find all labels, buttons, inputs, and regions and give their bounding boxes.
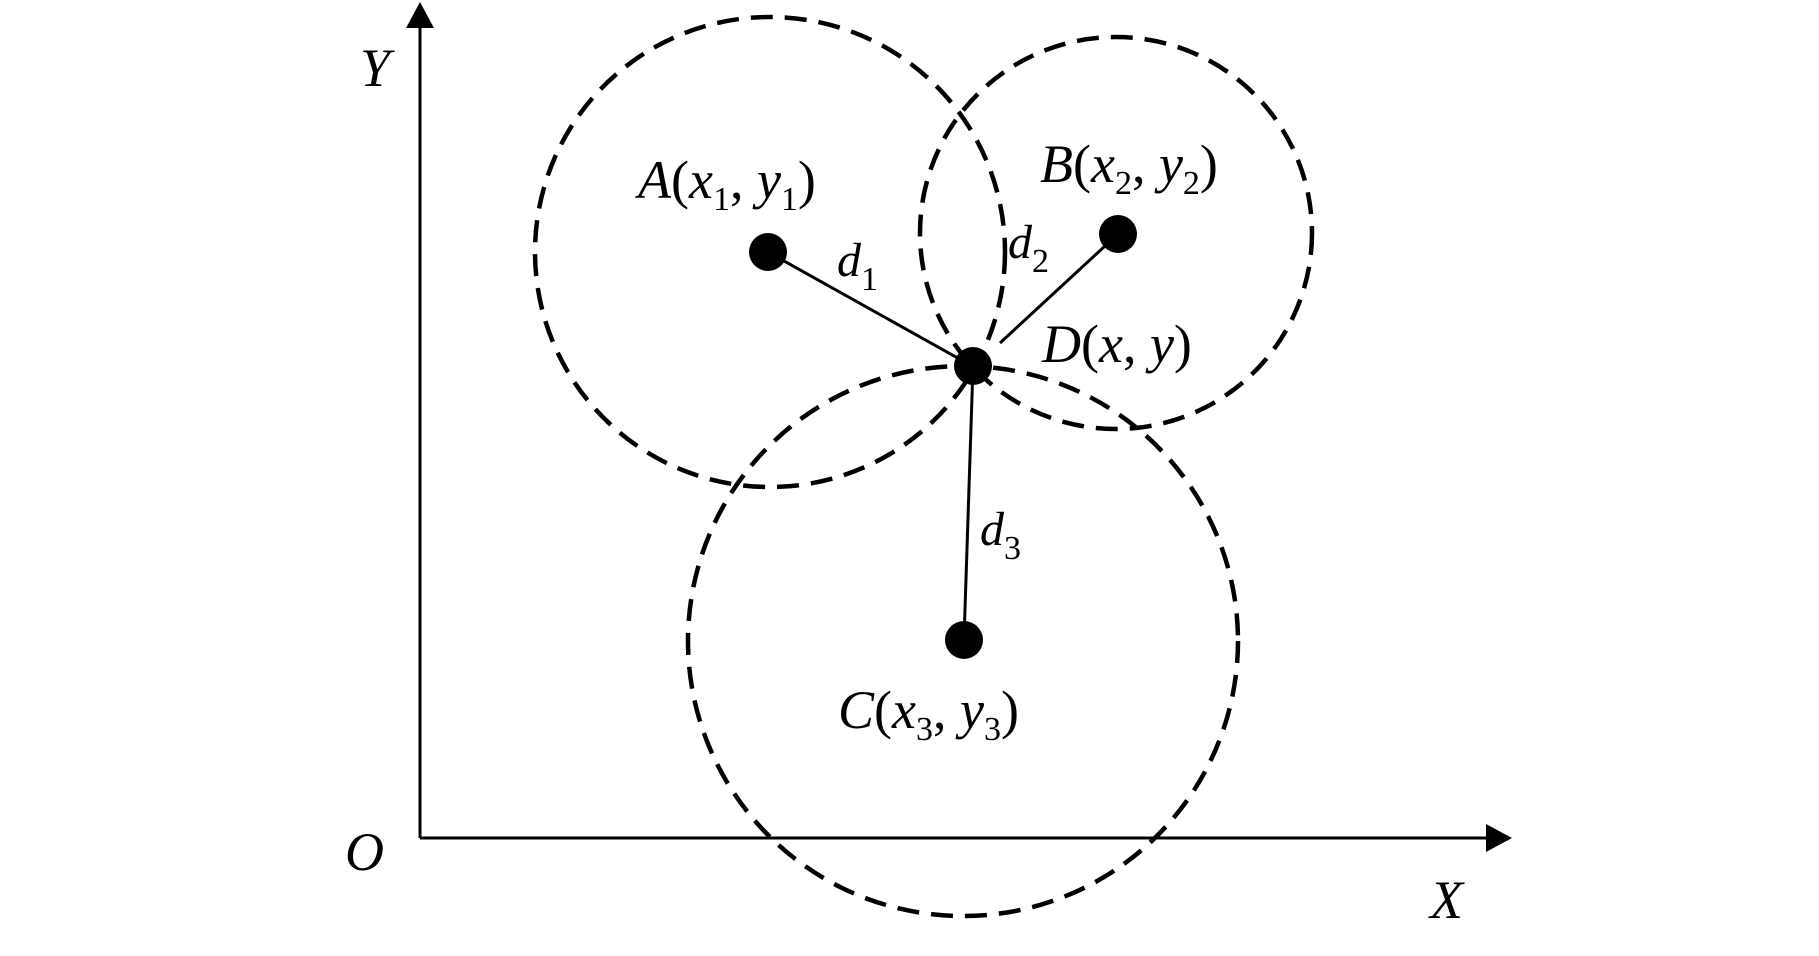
label-d2: d2 xyxy=(1008,216,1049,280)
points xyxy=(749,215,1137,659)
origin-label: O xyxy=(345,822,384,882)
segment-d1 xyxy=(767,250,973,368)
point-d xyxy=(954,347,992,385)
label-a: A(x1, y1) xyxy=(635,150,816,218)
label-b: B(x2, y2) xyxy=(1040,134,1218,202)
segment-d3 xyxy=(962,365,975,641)
y-axis-arrowhead xyxy=(406,2,434,28)
segment-d2 xyxy=(998,232,1120,345)
x-axis-arrowhead xyxy=(1486,824,1512,852)
x-axis-label: X xyxy=(1428,870,1465,930)
circle-a xyxy=(532,14,1008,490)
y-axis-label: Y xyxy=(360,38,395,98)
circle-b xyxy=(917,34,1315,432)
label-d: D(x, y) xyxy=(1041,314,1192,374)
point-a xyxy=(749,233,787,271)
point-c xyxy=(945,621,983,659)
axes xyxy=(406,2,1512,852)
label-d1: d1 xyxy=(837,234,878,298)
point-b xyxy=(1099,215,1137,253)
distance-segments xyxy=(767,232,1120,641)
label-c: C(x3, y3) xyxy=(838,680,1019,748)
label-d3: d3 xyxy=(980,503,1021,567)
